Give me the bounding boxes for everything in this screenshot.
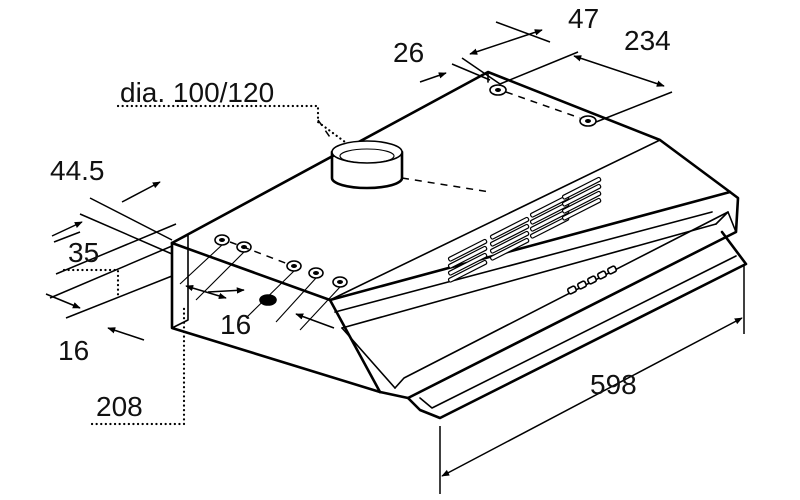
duct-collar	[330, 140, 404, 190]
dim-47-ext-1	[461, 57, 501, 85]
dim-top-offset	[461, 21, 551, 85]
dim-hole-pair-spacing	[90, 285, 245, 426]
dim-47-ext-2	[495, 21, 551, 43]
label-lower-hole-inset: 16	[220, 309, 251, 340]
vent-slot	[561, 190, 602, 214]
hood-rear-plate	[171, 234, 189, 329]
rear-hole-leader-3	[245, 270, 295, 319]
label-hole-row-height: 35	[68, 237, 99, 268]
dim-top-hole-spacing	[499, 51, 673, 123]
top-hole-centerline	[505, 91, 581, 119]
dim-16l-arrow-1	[45, 293, 81, 309]
label-hole-pair-spacing: 208	[96, 391, 143, 422]
vent-slot	[561, 197, 602, 221]
dim-lower-hole-inset	[295, 313, 335, 329]
rear-mounting-holes	[179, 234, 348, 331]
duct-collar-top	[331, 140, 403, 164]
label-top-inset: 26	[393, 37, 424, 68]
vent-slot	[489, 223, 530, 247]
vent-slot	[447, 252, 488, 276]
vent-slot	[489, 230, 530, 254]
label-top-hole-spacing: 234	[624, 25, 671, 56]
rear-hole-leader-4	[275, 277, 317, 323]
dim-35-arrow-1	[51, 221, 83, 237]
control-button-2	[576, 280, 588, 290]
vent-slot	[447, 238, 488, 262]
vent-slot	[447, 245, 488, 269]
dim-208-leader	[90, 304, 186, 426]
dim-width	[439, 266, 745, 494]
dim-left-edge-inset	[45, 245, 173, 341]
dim-445-ext-2	[79, 213, 173, 255]
vent-slot	[447, 259, 488, 283]
filter-tray-inner	[419, 255, 737, 409]
hood-front-lower-edge	[328, 298, 382, 394]
dim-35-leader	[62, 268, 120, 298]
label-duct-diameter: dia. 100/120	[120, 77, 274, 108]
dim-234-line	[573, 55, 665, 87]
vent-slot	[561, 176, 602, 200]
dim-16l-ext-1	[49, 245, 173, 299]
dim-16c-arrow	[295, 313, 335, 329]
label-top-offset: 47	[568, 3, 599, 34]
control-button-1	[566, 285, 578, 295]
duct-centerline-left	[317, 119, 333, 141]
control-button-4	[596, 270, 608, 280]
hood-front-rim-2	[341, 223, 717, 329]
vent-slot	[561, 183, 602, 207]
dim-234-ext-1	[499, 51, 579, 85]
vent-slot	[489, 216, 530, 240]
hood-front-corner-left	[341, 327, 396, 389]
duct-diameter-leader	[116, 104, 347, 144]
dim-208-arrow	[207, 287, 245, 294]
dim-445-arrow	[121, 181, 161, 203]
dim-35-ext-2	[55, 223, 177, 275]
vent-slot	[489, 237, 530, 261]
dim-35-ext-1	[53, 231, 81, 243]
hood-front-bottom-inner	[394, 211, 729, 389]
dim-598-line	[441, 317, 743, 477]
duct-centerline	[401, 177, 491, 193]
label-front-depth: 44.5	[50, 155, 105, 186]
dim-26-ext	[451, 63, 491, 81]
control-button-3	[586, 275, 598, 285]
hood-front-upper-edge-inner	[329, 139, 661, 301]
duct-collar-body	[330, 150, 404, 190]
filter-tray	[406, 230, 748, 420]
dim-234-ext-2	[595, 91, 673, 123]
top-mounting-holes	[489, 84, 597, 127]
dim-445-ext	[89, 197, 173, 241]
rear-hole-centerline	[229, 241, 289, 265]
dim-47-line	[469, 29, 543, 55]
dim-top-inset	[419, 63, 491, 83]
dim-26-arrow	[419, 72, 447, 83]
control-panel	[566, 265, 618, 295]
dim-front-depth	[79, 181, 173, 255]
dim-duct-diameter	[116, 104, 347, 144]
dim-208-line	[185, 285, 227, 299]
rear-hole-leader-1	[179, 244, 223, 285]
rear-hole-lower	[259, 294, 277, 306]
hood-top-outline	[170, 70, 732, 245]
label-left-edge-inset: 16	[58, 335, 89, 366]
dim-hole-row-height	[51, 221, 177, 298]
dim-16l-arrow-2	[107, 327, 145, 341]
hood-front-rim-1	[334, 211, 713, 313]
hood-left-side	[170, 241, 382, 394]
dim-16l-ext-2	[65, 275, 173, 319]
hood-body	[170, 70, 748, 420]
duct-collar-top-inner	[339, 148, 395, 164]
rear-hole-leader-5	[299, 286, 341, 331]
vent-slots	[447, 176, 602, 283]
label-width: 598	[590, 369, 637, 400]
control-button-5	[606, 265, 618, 275]
hood-right-corner	[715, 211, 737, 233]
hood-front-upper-edge	[170, 190, 732, 302]
